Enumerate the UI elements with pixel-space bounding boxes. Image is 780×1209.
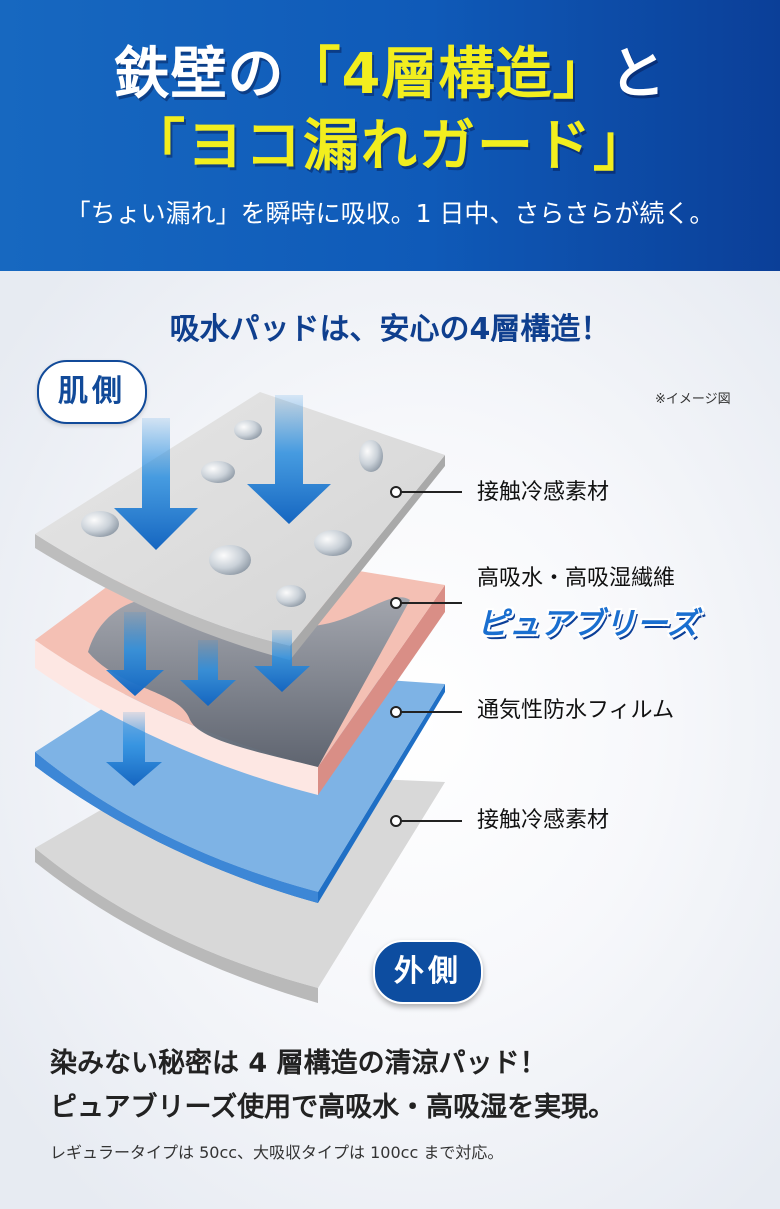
headline-highlight: 「4層構造」 — [284, 42, 610, 107]
water-drops — [81, 420, 383, 607]
flow-arrows — [106, 395, 331, 786]
arrow-down-icon — [106, 712, 162, 786]
headline-line2: 「ヨコ漏れガード」 — [129, 114, 651, 179]
headline-text: 鉄壁の — [113, 42, 285, 107]
section-title: 吸水パッドは、安心の4層構造！ — [169, 312, 611, 347]
layer-label-bottom: 接触冷感素材 — [477, 808, 610, 833]
header-banner: 鉄壁の「4層構造」と 「ヨコ漏れガード」 「ちょい漏れ」を瞬時に吸収。1 日中、… — [0, 0, 780, 271]
skin-side-badge: 肌側 — [37, 360, 147, 424]
arrow-down-icon — [114, 418, 198, 550]
arrow-down-icon — [180, 640, 236, 706]
arrow-down-icon — [106, 612, 164, 696]
image-note: ※イメージ図 — [655, 392, 731, 407]
brand-logo-purebreeze: ピュアブリーズ — [477, 606, 699, 642]
layer-top-cooling — [35, 392, 445, 660]
layer-label-absorbent: 高吸水・高吸湿繊維 — [477, 566, 676, 591]
headline-text-end: と — [609, 42, 667, 107]
layer-label-top: 接触冷感素材 — [477, 480, 610, 505]
headline-line1: 鉄壁の「4層構造」と — [0, 40, 780, 110]
footer-headline-1: 染みない秘密は 4 層構造の清涼パッド！ — [50, 1048, 547, 1079]
footer-note: レギュラータイプは 50cc、大吸収タイプは 100cc まで対応。 — [50, 1143, 504, 1162]
outer-side-badge: 外側 — [373, 940, 483, 1004]
footer-headline-2: ピュアブリーズ使用で高吸水・高吸湿を実現。 — [50, 1092, 616, 1123]
leader-lines — [390, 486, 462, 827]
headline-subtitle: 「ちょい漏れ」を瞬時に吸収。1 日中、さらさらが続く。 — [65, 199, 715, 228]
layer-label-film: 通気性防水フィルム — [477, 698, 675, 723]
layer-diagram — [35, 392, 462, 1003]
arrow-down-icon — [247, 395, 331, 524]
arrow-down-icon — [254, 630, 310, 692]
